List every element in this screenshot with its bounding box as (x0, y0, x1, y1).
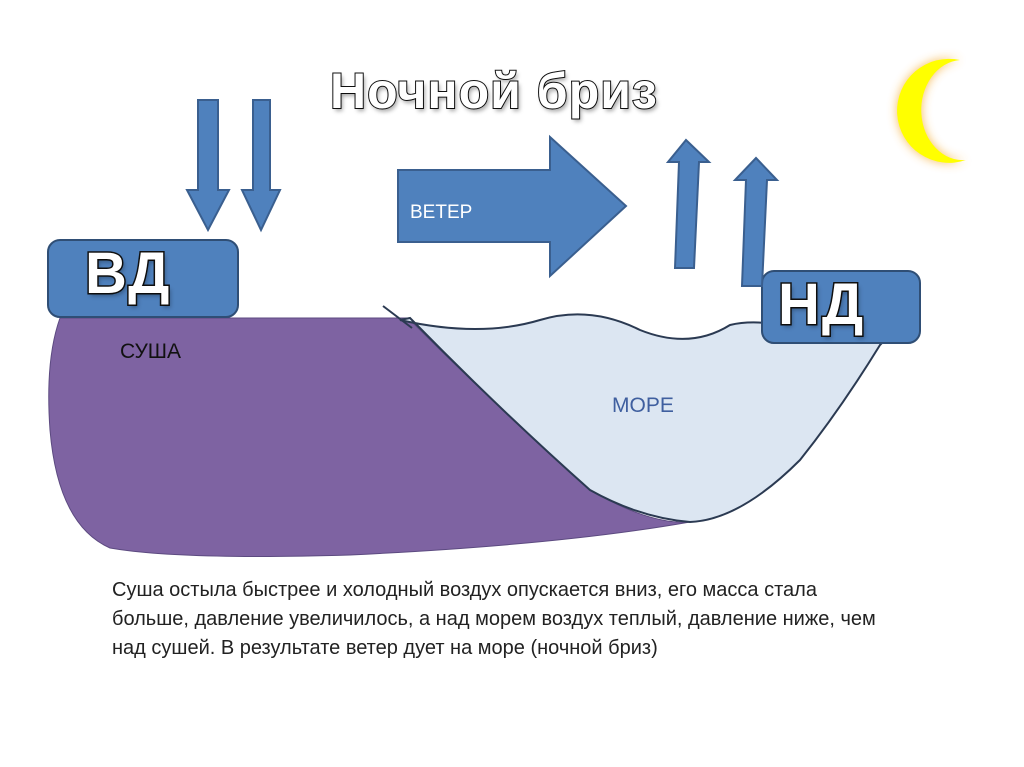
caption-text: Суша остыла быстрее и холодный воздух оп… (112, 579, 876, 659)
shore-tick (382, 305, 413, 329)
up-arrow-icon (732, 156, 780, 287)
low-pressure-box (761, 270, 921, 344)
sea-label: МОРЕ (612, 394, 674, 417)
low-pressure-label: НД (776, 271, 866, 339)
land-label: СУША (120, 340, 182, 363)
down-arrow-icon (240, 99, 282, 233)
wind-label: ВЕТЕР (410, 202, 473, 223)
high-pressure-box (47, 239, 239, 318)
high-pressure-label: ВД (83, 240, 172, 308)
up-arrow-icon (665, 138, 712, 269)
down-arrow-icon (185, 99, 231, 233)
crescent-moon-icon (897, 58, 966, 163)
page-title: Ночной бриз (329, 62, 658, 120)
wind-arrow-icon (397, 134, 628, 279)
